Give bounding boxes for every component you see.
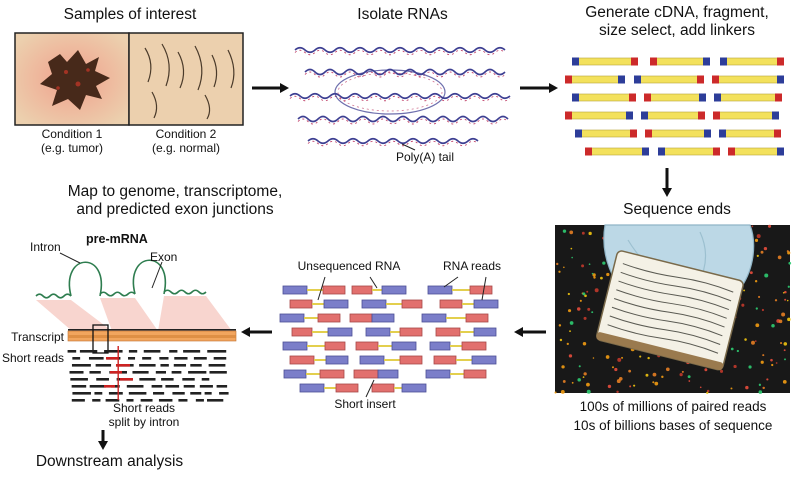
rna-strands-art: [289, 46, 511, 151]
flow-arrows-art: [98, 83, 672, 450]
cdna-fragments-art: [565, 57, 784, 156]
generate-cdna-title-line2: size select, add linkers: [599, 21, 755, 39]
genome-mapping-art: [35, 252, 237, 402]
flowcell-photo-art: [554, 224, 792, 395]
map-title-line1: Map to genome, transcriptome,: [67, 183, 283, 200]
generate-cdna-title-line1: Generate cDNA, fragment,: [585, 4, 769, 21]
condition2-label: Condition 2: [155, 127, 217, 141]
sequence-ends-title: Sequence ends: [623, 201, 731, 218]
condition1-label: Condition 1: [41, 127, 103, 141]
split-reads-label-line2: split by intron: [108, 414, 180, 429]
condition1-sublabel: (e.g. tumor): [40, 140, 103, 155]
downstream-analysis-title: Downstream analysis: [35, 453, 184, 470]
polya-tail-label: Poly(A) tail: [396, 150, 455, 164]
isolate-rnas-title: Isolate RNAs: [357, 6, 448, 23]
short-reads-label: Short reads: [1, 351, 64, 365]
pre-mrna-label: pre-mRNA: [86, 232, 148, 246]
sample-panels-art: [14, 32, 244, 126]
transcript-label: Transcript: [11, 330, 64, 344]
map-title-line2: and predicted exon junctions: [76, 200, 274, 218]
bases-sequence-caption: 10s of billions bases of sequence: [573, 418, 773, 433]
rna-reads-label: RNA reads: [442, 259, 502, 273]
samples-title: Samples of interest: [63, 6, 197, 23]
exon-label: Exon: [150, 250, 178, 264]
paired-reads-caption: 100s of millions of paired reads: [579, 399, 767, 414]
short-insert-label: Short insert: [334, 397, 396, 411]
unsequenced-rna-label: Unsequenced RNA: [297, 259, 401, 273]
paired-reads-art: [279, 276, 499, 398]
condition2-sublabel: (e.g. normal): [151, 140, 221, 155]
intron-label: Intron: [30, 240, 61, 254]
split-reads-label-line1: Short reads: [112, 401, 176, 415]
